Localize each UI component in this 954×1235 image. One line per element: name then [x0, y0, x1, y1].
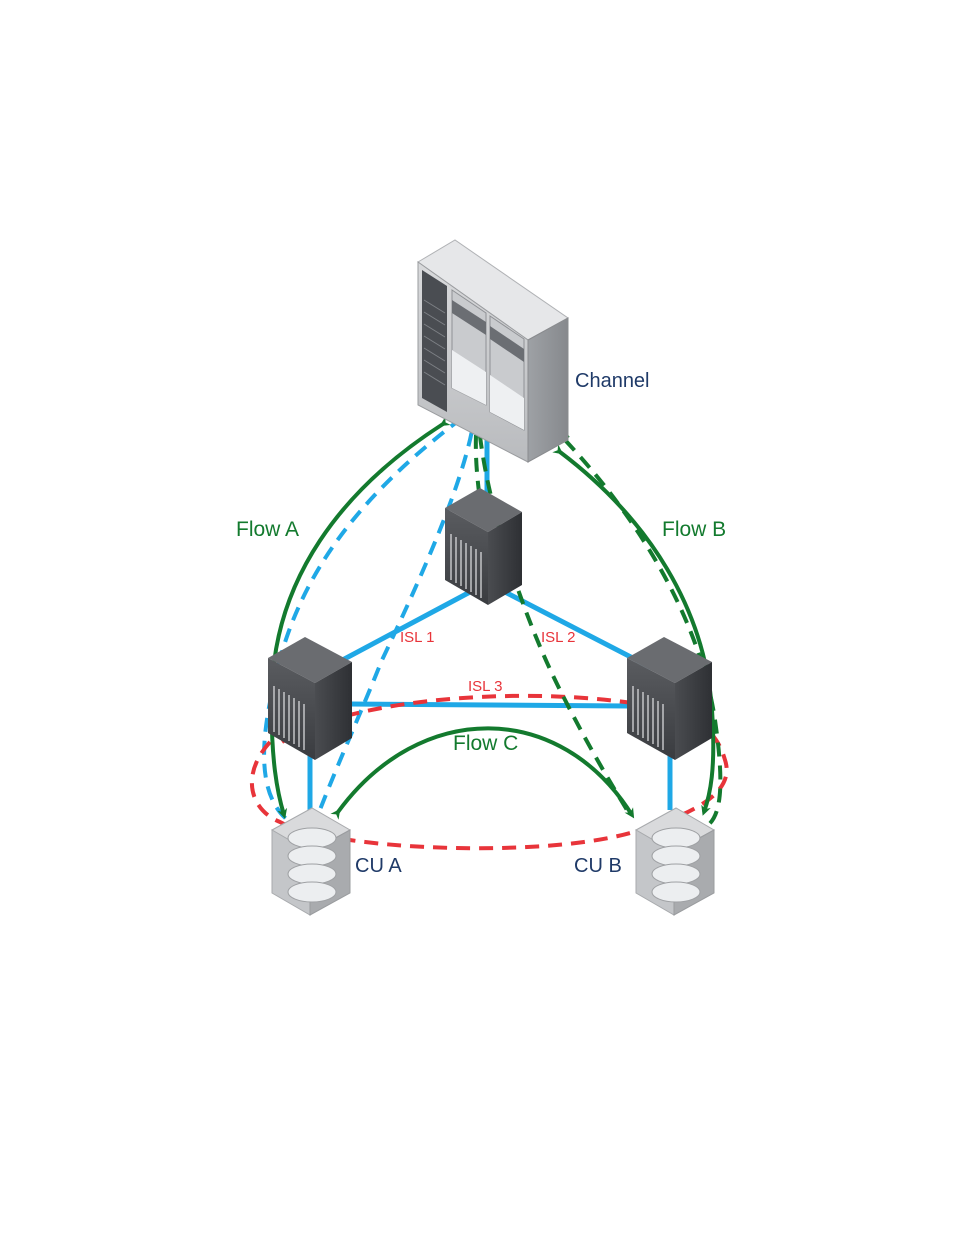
isl-1-label: ISL 1	[400, 629, 434, 646]
switch-left-icon	[268, 637, 352, 760]
switch-top-icon	[445, 488, 522, 605]
cu-b-storage-icon	[636, 808, 714, 915]
flow-a-route	[264, 410, 475, 828]
channel-cabinet-icon	[418, 240, 568, 462]
flow-a-label: Flow A	[236, 518, 299, 541]
isl-2-label: ISL 2	[541, 629, 575, 646]
cu-b-label: CU B	[574, 855, 622, 877]
cu-a-storage-icon	[272, 808, 350, 915]
flow-arrows	[272, 424, 714, 815]
flow-a-route-outer	[264, 418, 462, 828]
channel-label: Channel	[575, 370, 650, 392]
isl-3-label: ISL 3	[468, 678, 502, 695]
switch-right-icon	[627, 637, 712, 760]
flow-b-label: Flow B	[662, 518, 726, 541]
flow-b-route	[476, 401, 721, 830]
flow-c-label: Flow C	[453, 732, 518, 755]
cu-a-label: CU A	[355, 855, 402, 877]
